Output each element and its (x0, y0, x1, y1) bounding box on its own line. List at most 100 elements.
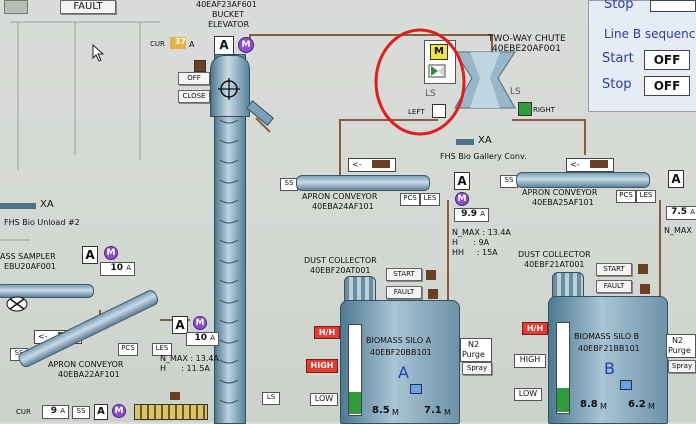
conv-b-les[interactable]: LES (636, 190, 656, 203)
dust-collector-b (552, 272, 584, 298)
conv-a-current: 9.9 A (454, 208, 489, 222)
silo-a-purge: Purge (462, 350, 485, 359)
silo-a-n2: N2 (468, 340, 480, 349)
conv-b-auto[interactable]: A (668, 170, 684, 188)
chute-right-label: RIGHT (533, 106, 555, 114)
conv-left-current: 10 A (186, 332, 219, 346)
two-way-chute-body (454, 51, 516, 109)
silo-b-low: LOW (514, 388, 542, 401)
silo-a-name: BIOMASS SILO A (366, 336, 432, 345)
bottom-ls[interactable]: LS (262, 392, 280, 405)
conv-b-dir-indicator (590, 160, 608, 168)
dust-b-indicator (638, 264, 648, 274)
silo-b-letter: B (604, 359, 615, 378)
elevator-status-indicator (194, 60, 206, 72)
dust-b-code: 40EBF21AT001 (524, 260, 585, 269)
sampler-current: 10 A (100, 262, 135, 276)
elevator-motor-indicator[interactable]: M (238, 37, 254, 53)
conv-left-arrow: <- (38, 332, 48, 341)
elevator-name-2: ELEVATOR (208, 20, 250, 29)
chute-left-label: LEFT (408, 108, 425, 116)
conv-a-name: APRON CONVEYOR (302, 192, 378, 201)
sampler-auto[interactable]: A (82, 246, 98, 264)
silo-b-level1: 8.8 (580, 399, 598, 410)
silo-a-level1: 8.5 (372, 405, 390, 416)
conv-left-name: APRON CONVEYOR (48, 360, 124, 369)
silo-b-purge: Purge (668, 346, 691, 355)
conv-left-auto[interactable]: A (172, 316, 188, 334)
conv-b-current-unit: A (690, 208, 695, 216)
silo-b-spray-button[interactable]: Spray (668, 360, 696, 373)
silo-b-hh-alarm: H/H (522, 322, 548, 335)
conv-a-h: H : 9A (452, 238, 490, 247)
chute-m-button[interactable]: M (430, 44, 448, 60)
bottom-ss[interactable]: SS (72, 406, 90, 419)
silo-a-spray-button[interactable]: Spray (462, 362, 492, 375)
dust-a-status (428, 289, 438, 299)
conv-a-pcs[interactable]: PCS (400, 193, 420, 206)
gallery-label: FHS Bio Gallery Conv. (440, 152, 527, 161)
dust-b-status (640, 284, 650, 294)
conv-a-les[interactable]: LES (420, 193, 440, 206)
conv-a-ss[interactable]: SS (280, 178, 298, 191)
line-b-top-off-box[interactable] (650, 0, 696, 12)
conv-a-motor[interactable]: M (455, 192, 469, 206)
dust-b-start-button[interactable]: START (596, 263, 632, 276)
conv-left-motor[interactable]: M (193, 316, 207, 330)
conv-left-pcs[interactable]: PCS (118, 343, 138, 356)
elevator-cur-unit: A (189, 40, 195, 49)
elevator-code: 40EAF23AF601 (196, 0, 257, 9)
line-b-stop-label: Stop (602, 77, 632, 92)
silo-a-high-alarm: HIGH (306, 359, 338, 373)
elevator-off-button[interactable]: OFF (178, 72, 210, 85)
conv-left-status (170, 392, 180, 400)
conv-left-current-value: 10 (194, 333, 208, 343)
conv-left-les[interactable]: LES (152, 343, 172, 356)
dust-a-start-button[interactable]: START (386, 268, 422, 281)
conv-b-nmax: N_MAX (664, 226, 692, 235)
chute-right-indicator[interactable] (518, 102, 532, 116)
line-b-start-button[interactable]: OFF (644, 50, 690, 70)
sampler-conveyor (0, 284, 94, 298)
chute-left-indicator[interactable] (432, 104, 446, 118)
elevator-close-button[interactable]: CLOSE (178, 90, 210, 103)
silo-a-hh-alarm: H/H (314, 326, 340, 339)
silo-b-high: HIGH (514, 354, 546, 368)
elevator-auto-button[interactable]: A (214, 36, 234, 55)
silo-a-level1-unit: M (392, 408, 399, 417)
silo-b-lamp (620, 380, 632, 390)
conv-b-pcs[interactable]: PCS (616, 190, 636, 203)
chute-code: 40EBE20AF001 (492, 44, 561, 54)
sampler-current-value: 10 (110, 263, 124, 273)
elevator-cur-label: CUR (150, 40, 165, 48)
dust-b-fault-button[interactable]: FAULT (596, 280, 632, 293)
bottom-cur: 9 A (42, 405, 69, 419)
conv-a-auto[interactable]: A (454, 172, 470, 190)
fault-button-top[interactable]: FAULT (60, 0, 116, 14)
unload-xa: XA (40, 199, 54, 210)
sampler-name: ASS SAMPLER (0, 252, 56, 261)
conv-a-current-value: 9.9 (461, 209, 478, 219)
line-b-stop-button[interactable]: OFF (644, 76, 690, 96)
conv-a-current-unit: A (480, 210, 485, 218)
elevator-head (210, 55, 250, 117)
line-b-top-stop: Stop (604, 0, 634, 12)
dust-a-fault-button[interactable]: FAULT (386, 286, 422, 299)
dust-b-name: DUST COLLECTOR (518, 250, 591, 259)
sampler-motor[interactable]: M (104, 246, 118, 260)
conv-left-code: 40EBA22AF101 (58, 370, 120, 379)
line-b-title: Line B sequence (604, 27, 696, 41)
silo-b-level-fill (557, 388, 569, 412)
bottom-motor[interactable]: M (112, 404, 126, 418)
silo-a-low: LOW (310, 393, 338, 406)
bottom-auto[interactable]: A (94, 404, 108, 420)
unload-label: FHS Bio Unload #2 (4, 218, 80, 227)
bottom-cur-label: CUR (16, 408, 31, 416)
silo-b-n2: N2 (672, 336, 684, 345)
conv-left-nmax: N_MAX : 13.4A (160, 354, 219, 363)
silo-a-n2-box[interactable] (460, 338, 492, 362)
dust-a-code: 40EBF20AT001 (310, 266, 371, 275)
top-left-fragment (4, 0, 28, 14)
silo-a-letter: A (398, 363, 409, 382)
conv-a-arrow: <- (352, 160, 362, 169)
